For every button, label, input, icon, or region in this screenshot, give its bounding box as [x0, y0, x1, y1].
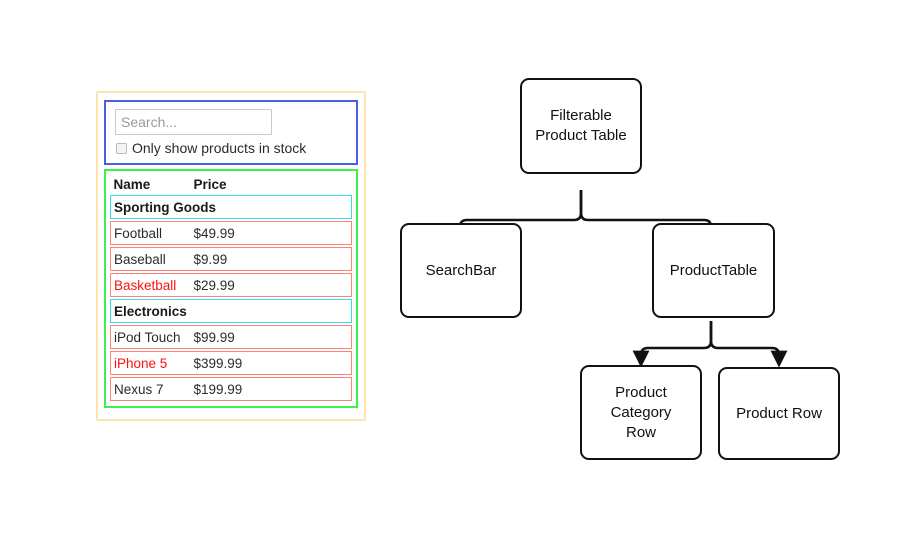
search-input[interactable] — [115, 109, 272, 135]
table-header-row: Name Price — [111, 174, 352, 196]
product-category-row: Sporting Goods — [110, 195, 352, 219]
column-header-name: Name — [113, 177, 151, 192]
product-row: Basketball$29.99 — [110, 273, 352, 297]
product-price: $199.99 — [190, 377, 352, 401]
product-row: iPhone 5$399.99 — [110, 351, 352, 375]
product-price: $99.99 — [190, 325, 352, 349]
stock-filter-row[interactable]: Only show products in stock — [115, 140, 347, 157]
component-tree-diagram: Filterable Product Table SearchBar Produ… — [390, 60, 890, 480]
product-row: Football$49.99 — [110, 221, 352, 245]
product-name: Basketball — [110, 273, 191, 297]
edge-producttable-to-productrow — [709, 321, 788, 368]
column-header-price: Price — [193, 177, 227, 192]
checkbox-unchecked-icon[interactable] — [116, 143, 127, 154]
product-name: iPhone 5 — [110, 351, 191, 375]
product-price: $9.99 — [190, 247, 352, 271]
product-price: $399.99 — [190, 351, 352, 375]
product-row: Nexus 7$199.99 — [110, 377, 352, 401]
filterable-product-table-mock: Only show products in stock Name Price S… — [96, 91, 366, 421]
product-price: $49.99 — [190, 221, 352, 245]
product-name: Baseball — [110, 247, 191, 271]
node-product-table[interactable]: ProductTable — [652, 223, 775, 318]
category-name: Sporting Goods — [110, 195, 352, 219]
search-bar-panel: Only show products in stock — [104, 100, 358, 165]
category-name: Electronics — [110, 299, 352, 323]
stock-filter-label: Only show products in stock — [132, 140, 307, 156]
product-price: $29.99 — [190, 273, 352, 297]
node-product-row[interactable]: Product Row — [718, 367, 840, 460]
node-product-category-row[interactable]: Product Category Row — [580, 365, 702, 460]
edge-producttable-to-categoryrow — [632, 321, 713, 368]
product-category-row: Electronics — [110, 299, 352, 323]
product-name: Nexus 7 — [110, 377, 191, 401]
product-name: Football — [110, 221, 191, 245]
node-filterable-product-table[interactable]: Filterable Product Table — [520, 78, 642, 174]
product-row: Baseball$9.99 — [110, 247, 352, 271]
product-row: iPod Touch$99.99 — [110, 325, 352, 349]
product-name: iPod Touch — [110, 325, 191, 349]
node-search-bar[interactable]: SearchBar — [400, 223, 522, 318]
